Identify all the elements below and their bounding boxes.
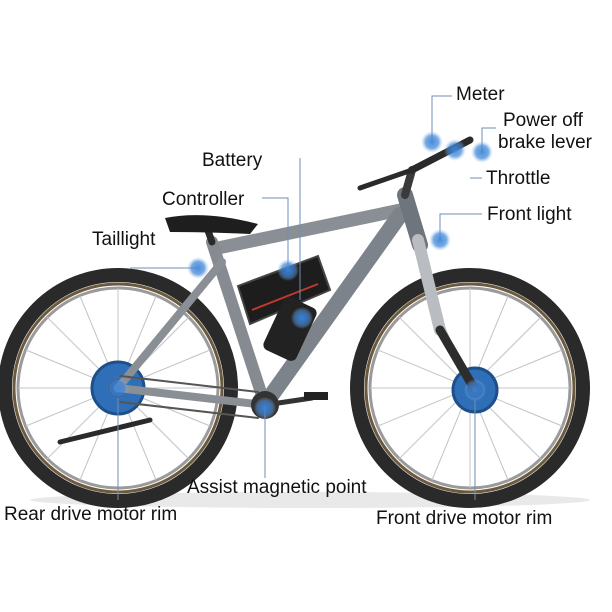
label-front-light: Front light bbox=[487, 204, 572, 225]
hotspot-assist-magnetic-point bbox=[254, 397, 276, 419]
label-assist-magnetic-point: Assist magnetic point bbox=[187, 477, 367, 498]
label-taillight: Taillight bbox=[92, 229, 156, 250]
label-battery: Battery bbox=[202, 150, 263, 171]
label-meter: Meter bbox=[456, 84, 505, 105]
label-controller: Controller bbox=[162, 189, 245, 210]
hotspot-meter bbox=[421, 131, 443, 153]
hotspot-power-off-brake-lever bbox=[471, 141, 493, 163]
hotspot-rear-drive-motor-rim bbox=[107, 377, 129, 399]
hotspot-controller bbox=[291, 307, 313, 329]
label-throttle: Throttle bbox=[486, 168, 551, 189]
hotspot-front-light bbox=[429, 229, 451, 251]
label-rear-drive-motor-rim: Rear drive motor rim bbox=[4, 504, 178, 525]
label-power-off-line1: Power off bbox=[503, 110, 583, 131]
hotspot-battery bbox=[277, 259, 299, 281]
hotspots bbox=[107, 131, 493, 419]
hotspot-front-drive-motor-rim bbox=[464, 379, 486, 401]
label-front-drive-motor-rim: Front drive motor rim bbox=[376, 508, 553, 529]
hotspot-throttle bbox=[444, 139, 466, 161]
hotspot-taillight bbox=[187, 257, 209, 279]
label-power-off-line2: brake lever bbox=[498, 132, 592, 153]
